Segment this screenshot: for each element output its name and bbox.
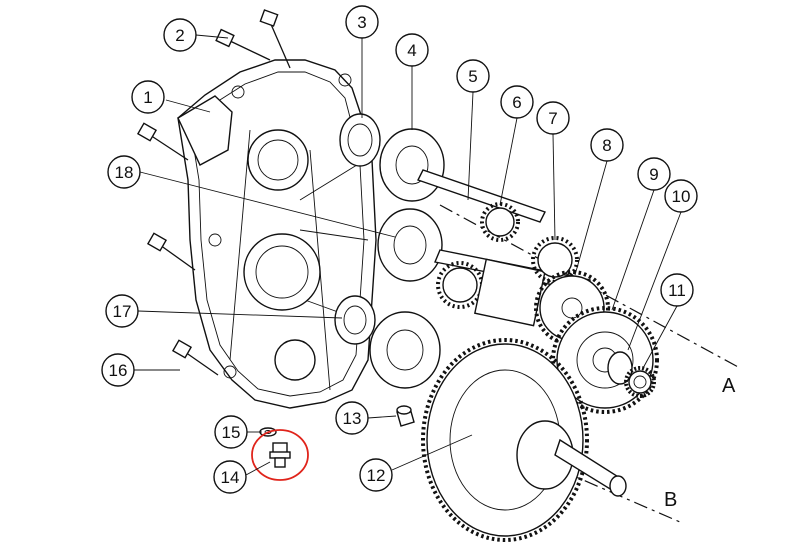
- callout-15: 15: [214, 415, 248, 449]
- callout-2: 2: [163, 18, 197, 52]
- svg-text:6: 6: [512, 93, 521, 112]
- callout-13: 13: [335, 401, 369, 435]
- highlight-circle: [251, 429, 309, 481]
- svg-text:9: 9: [649, 165, 658, 184]
- bolt-left-1: [136, 122, 189, 161]
- svg-text:4: 4: [407, 41, 416, 60]
- svg-text:13: 13: [343, 409, 362, 428]
- callout-12: 12: [359, 458, 393, 492]
- callout-17: 17: [105, 294, 139, 328]
- plug-13: [396, 405, 415, 427]
- svg-text:10: 10: [672, 187, 691, 206]
- lower-shaft: [434, 236, 591, 327]
- washer-10: [607, 351, 633, 385]
- callout-3: 3: [345, 5, 379, 39]
- callout-10: 10: [664, 179, 698, 213]
- svg-text:8: 8: [602, 136, 611, 155]
- bolt-top-1: [259, 9, 291, 69]
- axis-label-b: B: [664, 489, 677, 511]
- callout-4: 4: [395, 33, 429, 67]
- bearing-4: [379, 128, 445, 202]
- ring-11: [624, 366, 656, 398]
- svg-text:5: 5: [468, 67, 477, 86]
- svg-text:15: 15: [222, 423, 241, 442]
- callout-1: 1: [131, 80, 165, 114]
- callout-9: 9: [637, 157, 671, 191]
- callout-18: 18: [107, 155, 141, 189]
- svg-text:3: 3: [357, 13, 366, 32]
- svg-text:7: 7: [548, 109, 557, 128]
- bolt-16: [171, 339, 219, 376]
- callout-6: 6: [500, 85, 534, 119]
- svg-text:14: 14: [221, 468, 240, 487]
- gear-12: [421, 338, 627, 542]
- drain-plug-14: [269, 442, 291, 468]
- seal-3: [339, 113, 381, 167]
- callout-5: 5: [456, 59, 490, 93]
- svg-text:1: 1: [143, 88, 152, 107]
- svg-text:2: 2: [175, 26, 184, 45]
- svg-text:11: 11: [668, 281, 686, 300]
- bearing-lower: [369, 311, 441, 389]
- callout-14: 14: [213, 460, 247, 494]
- gearbox-housing: [177, 59, 377, 409]
- svg-text:18: 18: [115, 163, 134, 182]
- bolts: [136, 9, 291, 376]
- callout-7: 7: [536, 101, 570, 135]
- axis-label-a: A: [722, 375, 736, 397]
- upper-shaft: [417, 169, 546, 242]
- callout-11: 11: [660, 273, 694, 307]
- leader-lines: [134, 34, 682, 476]
- bolt-left-2: [146, 232, 196, 271]
- callout-8: 8: [590, 128, 624, 162]
- svg-text:17: 17: [113, 302, 132, 321]
- callout-16: 16: [101, 353, 135, 387]
- bearing-18: [377, 208, 443, 282]
- svg-text:12: 12: [367, 466, 386, 485]
- bolt-top-2: [215, 28, 271, 61]
- svg-text:16: 16: [109, 361, 128, 380]
- seal-17: [334, 295, 376, 345]
